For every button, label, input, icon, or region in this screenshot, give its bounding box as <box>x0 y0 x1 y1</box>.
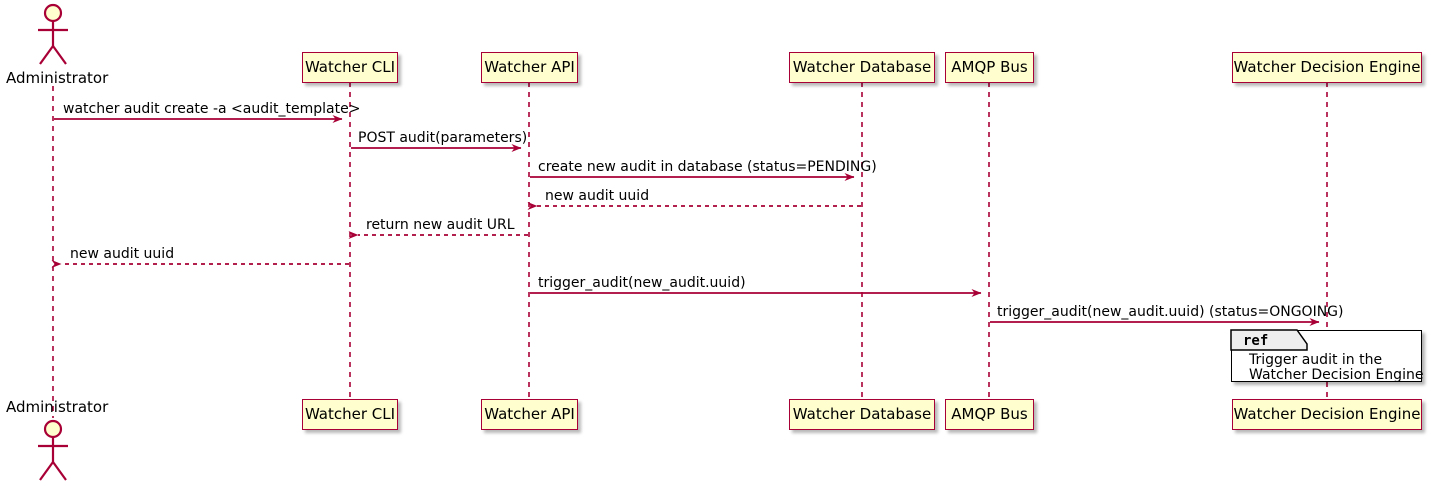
participant-label-watcher-database-bottom: Watcher Database <box>792 405 932 423</box>
participant-label-watcher-decision-engine-top: Watcher Decision Engine <box>1233 58 1421 76</box>
actor-label-administrator-bottom: Administrator <box>6 398 109 416</box>
message-label-5: return new audit URL <box>366 217 515 233</box>
participant-label-watcher-cli-top: Watcher CLI <box>304 58 396 76</box>
participant-label-watcher-database-top: Watcher Database <box>792 58 932 76</box>
actor-label-administrator-top: Administrator <box>6 69 109 87</box>
participant-label-watcher-api-top: Watcher API <box>484 58 575 76</box>
participant-box-amqp-bus-top[interactable]: AMQP Bus <box>945 52 1034 83</box>
participant-label-amqp-bus-top: AMQP Bus <box>951 58 1028 76</box>
participant-box-watcher-cli-bottom[interactable]: Watcher CLI <box>302 399 398 430</box>
actor-administrator-top-figure <box>38 3 68 65</box>
participant-box-watcher-cli-top[interactable]: Watcher CLI <box>302 52 398 83</box>
participant-label-watcher-api-bottom: Watcher API <box>484 405 575 423</box>
message-label-8: trigger_audit(new_audit.uuid) (status=ON… <box>997 304 1344 320</box>
ref-fragment-line-1: Trigger audit in the <box>1249 352 1383 368</box>
participant-box-watcher-api-bottom[interactable]: Watcher API <box>481 399 578 430</box>
participant-box-amqp-bus-bottom[interactable]: AMQP Bus <box>945 399 1034 430</box>
participant-label-watcher-cli-bottom: Watcher CLI <box>304 405 396 423</box>
message-label-3: create new audit in database (status=PEN… <box>538 159 877 175</box>
message-label-1: watcher audit create -a <audit_template> <box>63 101 361 117</box>
message-label-4: new audit uuid <box>545 188 650 204</box>
participant-box-watcher-decision-engine-bottom[interactable]: Watcher Decision Engine <box>1232 399 1422 430</box>
message-label-2: POST audit(parameters) <box>358 130 528 146</box>
ref-fragment-tab-shape <box>1230 329 1308 351</box>
ref-fragment-tab-label: ref <box>1243 333 1269 349</box>
participant-label-watcher-decision-engine-bottom: Watcher Decision Engine <box>1233 405 1421 423</box>
participant-box-watcher-database-bottom[interactable]: Watcher Database <box>789 399 935 430</box>
participant-label-amqp-bus-bottom: AMQP Bus <box>951 405 1028 423</box>
actor-administrator-bottom-figure <box>38 419 68 481</box>
message-label-7: trigger_audit(new_audit.uuid) <box>538 275 746 291</box>
participant-box-watcher-database-top[interactable]: Watcher Database <box>789 52 935 83</box>
ref-fragment-line-2: Watcher Decision Engine <box>1249 367 1424 383</box>
message-label-6: new audit uuid <box>70 246 175 262</box>
participant-box-watcher-decision-engine-top[interactable]: Watcher Decision Engine <box>1232 52 1422 83</box>
participant-box-watcher-api-top[interactable]: Watcher API <box>481 52 578 83</box>
